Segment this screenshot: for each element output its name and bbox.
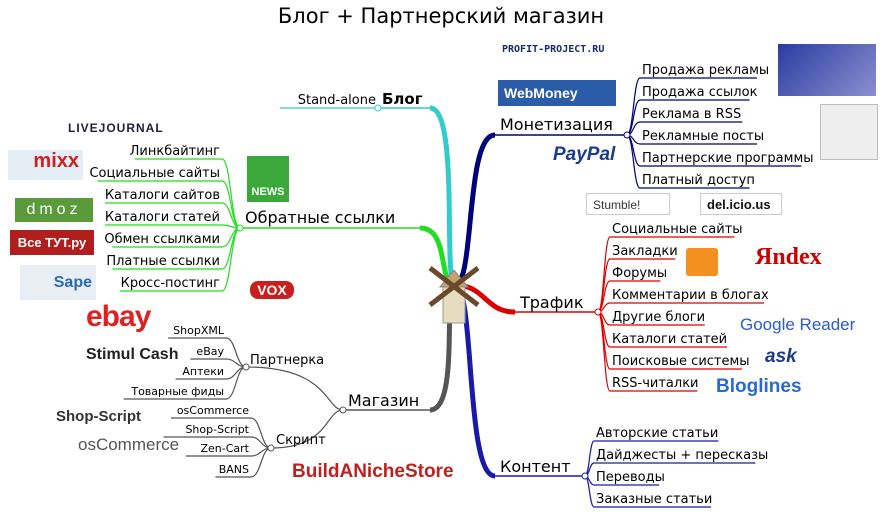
ebay-logo: ebay — [86, 300, 151, 333]
child-label: Stand-alone — [298, 93, 376, 108]
paypal-logo: PayPal — [553, 144, 616, 165]
child-label: Каталоги статей — [612, 332, 727, 347]
child-label: Поисковые системы — [612, 354, 750, 369]
yandex-logo: Яndex — [755, 244, 822, 270]
map-title: Блог + Партнерский магазин — [277, 4, 605, 28]
ask-logo: ask — [765, 346, 797, 367]
script-connector — [270, 409, 344, 449]
child-label: Закладки — [612, 244, 678, 259]
child-label: BANS — [219, 463, 249, 476]
child-label: osCommerce — [177, 404, 249, 417]
backlinks-branch-label: Обратные ссылки — [245, 208, 395, 227]
buildanichestore-logo: BuildANicheStore — [292, 461, 454, 482]
webmoney-logo: WebMoney — [498, 80, 616, 106]
script-label: Скрипт — [276, 433, 326, 448]
branch-node — [236, 224, 244, 232]
child-label: Социальные сайты — [89, 166, 220, 181]
dmoz-logo: dmoz — [15, 198, 93, 222]
shop-node — [339, 406, 347, 414]
child-label: Дайджесты + пересказы — [596, 448, 768, 463]
child-label: Платный доступ — [642, 173, 755, 188]
branch-node — [374, 104, 382, 112]
child-label: Товарные фиды — [130, 385, 224, 398]
oscommerce-logo: osCommerce — [78, 435, 180, 454]
child-label: Аптеки — [182, 365, 224, 378]
child-label: Каталоги статей — [105, 210, 220, 225]
stumbleupon-logo: Stumble! — [586, 193, 670, 215]
content-branch-label: Контент — [500, 457, 571, 476]
stimul-cash-logo: Stimul Cash — [86, 346, 179, 363]
rss-icon — [686, 248, 718, 276]
shop-script-logo: Shop-Script — [56, 408, 141, 425]
branch-node — [267, 444, 275, 452]
child-label: RSS-читалки — [612, 376, 699, 391]
child-label: Линкбайтинг — [130, 144, 221, 159]
partner-connector — [245, 366, 344, 411]
branch-node — [242, 363, 250, 371]
bloglines-logo: Bloglines — [716, 376, 802, 397]
news-logo: NEWS — [247, 156, 289, 202]
advertising-image — [778, 44, 876, 96]
child-label: Shop-Script — [185, 423, 249, 436]
child-connector — [597, 236, 611, 313]
shop-branch-label: Магазин — [348, 391, 419, 410]
child-label: Продажа рекламы — [642, 63, 769, 78]
child-label: Рекламные посты — [642, 129, 764, 144]
child-connector — [626, 77, 641, 136]
branch-node — [594, 308, 602, 316]
child-connector — [250, 417, 272, 449]
traffic-branch-label: Трафик — [519, 293, 584, 312]
profit-project-logo: PROFIT-PROJECT.RU — [502, 44, 605, 55]
child-label: Переводы — [596, 470, 665, 485]
child-label: Продажа ссылок — [642, 85, 758, 100]
child-label: Форумы — [612, 266, 667, 281]
monetization-trunk — [453, 132, 496, 288]
child-label: Каталоги сайтов — [105, 188, 220, 203]
child-label: Заказные статьи — [596, 492, 712, 507]
child-label: Комментарии в блогах — [612, 288, 769, 303]
livejournal-logo: LIVEJOURNAL — [68, 121, 164, 135]
child-label: Zen-Cart — [200, 442, 249, 455]
google-reader-logo: Google Reader — [740, 315, 856, 334]
partner-label: Партнерка — [250, 353, 324, 368]
windmill-blade — [428, 266, 480, 307]
vox-logo: VOX — [250, 281, 294, 299]
child-label: Социальные сайты — [612, 222, 743, 237]
branch-node — [623, 131, 631, 139]
child-label: Другие блоги — [612, 310, 705, 325]
delicious-logo: del.icio.us — [700, 193, 782, 215]
child-connector — [597, 311, 611, 370]
blog-branch-label: Блог — [382, 90, 423, 108]
mixx-logo: mixx — [8, 150, 83, 180]
monetization-branch-label: Монетизация — [500, 115, 613, 134]
child-label: Реклама в RSS — [642, 107, 741, 122]
child-label: Платные ссылки — [106, 254, 220, 269]
child-connector — [221, 158, 241, 229]
vsetut-logo: Все ТУТ.ру — [10, 230, 94, 255]
child-label: eBay — [196, 345, 224, 358]
child-label: Обмен ссылками — [104, 232, 220, 247]
book-image — [820, 104, 878, 160]
child-label: Кросс-постинг — [121, 276, 221, 291]
child-label: Авторские статьи — [596, 426, 718, 441]
child-connector — [225, 366, 247, 400]
sape-logo: Sape — [20, 265, 96, 300]
branch-node — [581, 472, 589, 480]
child-label: ShopXML — [173, 324, 225, 337]
child-label: Партнерские программы — [642, 151, 814, 166]
